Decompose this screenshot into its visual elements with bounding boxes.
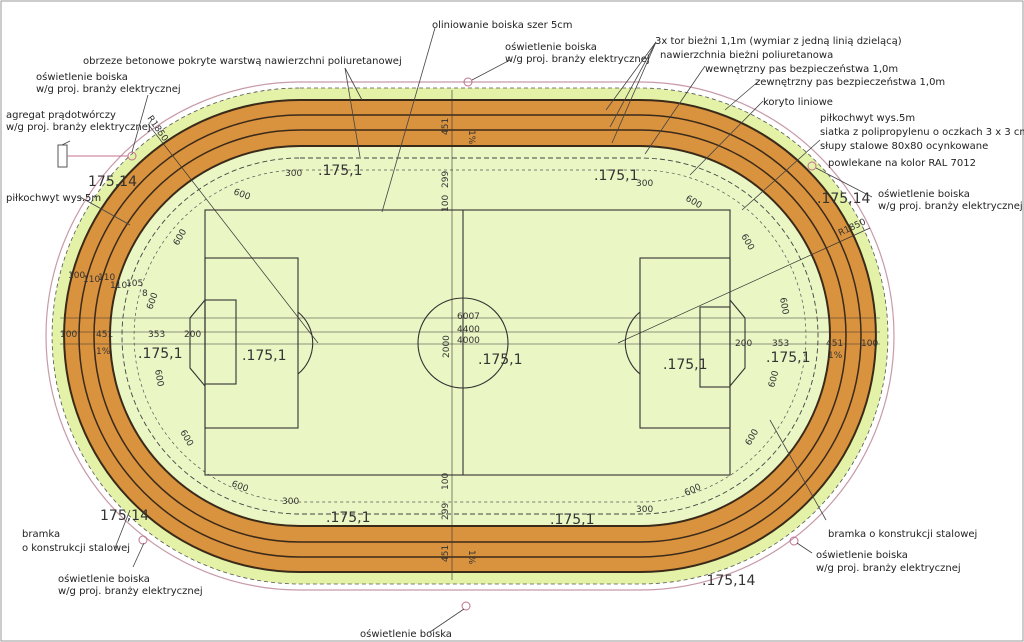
dim-4400: 4400 — [457, 325, 480, 335]
dim-353-left: 353 — [148, 330, 165, 340]
football-pitch — [60, 90, 880, 580]
dim-105-lane: 105 — [126, 279, 143, 289]
label-ballstop-1: piłkochwyt wys.5m — [820, 113, 915, 124]
label-curb: obrzeze betonowe pokryte warstwą nawierz… — [83, 56, 402, 67]
elev-outer-br: .175,14 — [702, 573, 756, 589]
dim-4000: 4000 — [457, 336, 480, 346]
elev-outer-bl: 175,14 — [100, 508, 149, 524]
dim-200-left: 200 — [184, 330, 201, 340]
elev-field-r: .175,1 — [766, 350, 811, 366]
ballstop-line — [133, 169, 807, 503]
dim-451-left: 451 — [96, 330, 113, 340]
label-generator-1: agregat prądotwórczy — [6, 109, 116, 121]
dim-100-lane: 100 — [68, 271, 85, 281]
dim-600-r2: 600 — [777, 297, 790, 316]
label-inner-safety: wewnętrzny pas bezpieczeństwa 1,0m — [705, 63, 898, 75]
elev-field-pen-l: .175,1 — [242, 348, 287, 364]
dim-110-lane-3: 110 — [110, 281, 127, 291]
lane-line-2 — [93, 129, 847, 543]
label-lighting-br-2: w/g proj. branży elektrycznej — [816, 563, 961, 574]
dim-600-r3: 600 — [767, 369, 781, 388]
elev-outer-tl: 175,14 — [88, 174, 137, 190]
dim-300-br: 300 — [636, 505, 653, 515]
elev-field-tl: .175,1 — [318, 163, 363, 179]
label-ballstop-3: słupy stalowe 80x80 ocynkowane — [820, 141, 988, 152]
dim-slope-left: 1% — [96, 347, 111, 357]
label-outer-safety: zewnętrzny pas bezpieczeństwa 1,0m — [755, 76, 945, 88]
dim-600-l3: 600 — [152, 369, 165, 388]
dim-451-bottom: 451 — [441, 545, 451, 562]
dim-300-tr: 300 — [636, 179, 653, 189]
label-lighting-top-2: w/g proj. branży elektrycznej — [505, 54, 650, 65]
label-ballstop-4: powlekane na kolor RAL 7012 — [828, 158, 976, 169]
label-drain: koryto liniowe — [763, 97, 833, 108]
dim-110-lane-2: 110 — [98, 273, 115, 283]
dim-299-top: 299 — [441, 171, 451, 188]
label-goal-2: o konstrukcji stalowej — [22, 543, 130, 554]
dim-451-right: 451 — [826, 339, 843, 349]
dim-300-bl: 300 — [282, 497, 299, 507]
label-lighting-bl-1: oświetlenie boiska — [58, 573, 150, 585]
label-lighting-br-1: oświetlenie boiska — [816, 549, 908, 561]
dim-6007: 6007 — [457, 312, 480, 322]
label-lighting-tl-2: w/g proj. branży elektrycznej — [36, 84, 181, 95]
lane-line-1 — [78, 114, 862, 558]
dim-299-bottom: 299 — [441, 503, 451, 520]
elev-field-center: .175,1 — [478, 352, 523, 368]
drain-line — [121, 157, 819, 515]
dim-451-top: 451 — [441, 118, 451, 135]
label-lanes: 3x tor bieżni 1,1m (wymiar z jedną linią… — [655, 36, 902, 47]
dim-200-right: 200 — [735, 339, 752, 349]
label-lighting-tl-1: oświetlenie boiska — [36, 71, 128, 83]
label-ballstop-2: siatka z polipropylenu o oczkach 3 x 3 c… — [820, 127, 1024, 138]
dim-slope-right: 1% — [828, 351, 843, 361]
dim-353-right: 353 — [772, 339, 789, 349]
label-lighting-bl-2: w/g proj. branży elektrycznej — [58, 586, 203, 597]
label-generator-2: w/g proj. branży elektrycznej — [6, 122, 151, 133]
leader-lines — [61, 27, 873, 633]
elev-field-br: .175,1 — [550, 512, 595, 528]
light-markers — [127, 77, 817, 611]
inner-field-area — [109, 145, 831, 527]
dim-100-right: 100 — [861, 339, 878, 349]
label-lighting-top-1: oświetlenie boiska — [505, 41, 597, 53]
dim-300-tl: 300 — [285, 169, 302, 179]
label-lighting-r-2: w/g proj. branży elektrycznej — [878, 201, 1023, 212]
dim-100-left: 100 — [60, 330, 77, 340]
label-lighting-bottom: oświetlenie boiska — [360, 628, 452, 640]
label-ballstop-left: piłkochwyt wys.5m — [6, 193, 101, 204]
dim-slope-top: 1% — [466, 130, 476, 145]
dim-100-bottom: 100 — [441, 473, 451, 490]
dim-8-lane: 8 — [142, 289, 148, 299]
dim-2000: 2000 — [442, 335, 452, 358]
label-goal-1: bramka — [22, 529, 60, 540]
elev-outer-tr: .175,14 — [817, 191, 871, 207]
generator-icon — [57, 144, 68, 168]
label-goal-right: bramka o konstrukcji stalowej — [828, 529, 977, 540]
dim-slope-bottom: 1% — [466, 550, 476, 565]
outer-boundary — [45, 81, 895, 591]
label-lighting-r-1: oświetlenie boiska — [878, 188, 970, 200]
label-lining: oliniowanie boiska szer 5cm — [432, 20, 573, 31]
label-track-surface: nawierzchnia bieżni poliuretanowa — [660, 50, 833, 61]
elev-field-pen-r: .175,1 — [663, 357, 708, 373]
dim-100-top: 100 — [441, 195, 451, 212]
dim-110-lane-1: 110 — [83, 275, 100, 285]
elev-field-bl: .175,1 — [326, 510, 371, 526]
elev-field-l: .175,1 — [138, 346, 183, 362]
elev-field-tr: .175,1 — [594, 168, 639, 184]
